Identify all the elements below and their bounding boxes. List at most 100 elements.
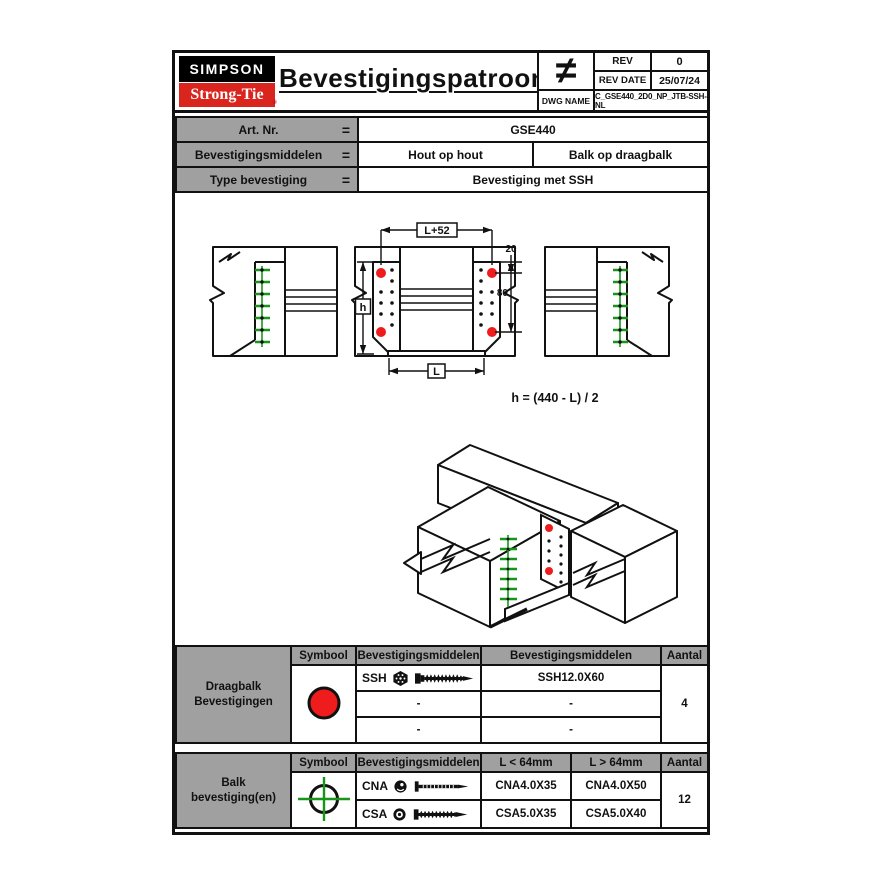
dimension-labels: L+52 h 20 80 L h = (440 - L) / 2 xyxy=(354,222,599,405)
type-bevestiging-label-cell: Type bevestiging= xyxy=(175,166,359,193)
table-header-row: Draagbalk Bevestigingen Symbool Bevestig… xyxy=(175,645,709,744)
art-nr-label-cell: Art. Nr.= xyxy=(175,116,359,143)
green-fasteners-right-view xyxy=(613,266,628,347)
article-info-table: Art. Nr.= GSE440 Bevestigingsmiddelen= H… xyxy=(175,116,709,193)
table-row: CNA CNA4.0X35 CNA4.0X50 12 xyxy=(176,771,709,829)
hanger-bottom-flange xyxy=(387,350,486,357)
projection-symbol: ≠ xyxy=(537,52,593,91)
draagbalk-section-label: Draagbalk Bevestigingen xyxy=(175,645,292,744)
title-block: SIMPSON Strong-Tie® Bevestigingspatroon … xyxy=(175,52,707,113)
drawing-sheet-frame: SIMPSON Strong-Tie® Bevestigingspatroon … xyxy=(172,50,710,835)
registered-mark: ® xyxy=(272,100,277,106)
balk-aantal-value: 12 xyxy=(660,771,709,829)
hanger-nail-plate xyxy=(540,513,570,595)
fastener-name: CSA xyxy=(362,807,388,821)
dim-length-label: L xyxy=(433,366,440,378)
bevestigingsmiddelen-value-right: Balk op draagbalk xyxy=(532,141,709,168)
fastener-value-large: CNA4.0X50 xyxy=(570,771,662,801)
fastener-value-small: CSA5.0X35 xyxy=(480,799,572,829)
rev-date-value: 25/07/24 xyxy=(650,72,707,91)
col-aantal: Aantal xyxy=(660,645,709,666)
crosshair-circle-symbol xyxy=(297,776,350,821)
rev-label: REV xyxy=(593,53,650,72)
table-row: CSA CSA5.0X35 CSA5.0X40 xyxy=(176,799,708,829)
break-symbol xyxy=(641,251,664,263)
ssh-fastener-markers xyxy=(376,268,497,337)
break-symbol xyxy=(218,251,241,263)
green-fasteners-left-view xyxy=(255,266,270,347)
col-bevestigingsmiddelen: Bevestigingsmiddelen xyxy=(355,645,482,666)
fastener-cell-empty: - xyxy=(355,690,482,718)
equals-sign: = xyxy=(341,171,350,188)
green-screws-iso xyxy=(500,535,517,607)
col-l-small: L < 64mm xyxy=(480,752,572,773)
rev-date-label: REV DATE xyxy=(593,72,650,91)
dwg-name-label: DWG NAME xyxy=(537,91,593,110)
col-bevestigingsmiddelen-2: Bevestigingsmiddelen xyxy=(480,645,662,666)
art-nr-value: GSE440 xyxy=(357,116,709,143)
balk-section-label: Balk bevestiging(en) xyxy=(175,752,292,829)
table-row: Type bevestiging= Bevestiging met SSH xyxy=(175,166,709,193)
logo-strongtie: Strong-Tie® xyxy=(179,83,277,107)
height-formula: h = (440 - L) / 2 xyxy=(511,391,598,405)
fastener-value-small: CNA4.0X35 xyxy=(480,771,572,801)
csa-screw-icon xyxy=(414,808,468,820)
ssh-screw-icon xyxy=(414,672,473,684)
dwg-name-value: C_GSE440_2D0_NP_JTB-SSH-NL xyxy=(593,91,707,110)
table-row: Bevestigingsmiddelen= Hout op hout Balk … xyxy=(175,141,709,168)
red-circle-symbol xyxy=(307,686,340,719)
bevestigingsmiddelen-value-left: Hout op hout xyxy=(357,141,534,168)
hanger-plate-holes xyxy=(547,535,563,584)
equals-sign: = xyxy=(341,121,350,138)
revision-table: ≠ REV 0 REV DATE 25/07/24 DWG NAME C_GSE… xyxy=(537,52,707,110)
fastener-value: - xyxy=(480,716,662,744)
table-row: - - xyxy=(176,716,708,744)
cna-nail-icon xyxy=(414,780,469,792)
col-aantal: Aantal xyxy=(660,752,709,773)
rev-value: 0 xyxy=(650,53,707,72)
break-wedge-left xyxy=(403,551,422,575)
simpson-strongtie-logo: SIMPSON Strong-Tie® xyxy=(179,56,277,108)
nail-holes-left-plate xyxy=(379,268,394,327)
2d-views-drawing: L+52 h 20 80 L h = (440 - L) / 2 xyxy=(209,222,673,405)
page-title: Bevestigingspatroon xyxy=(279,63,548,93)
dim-top-width-label: L+52 xyxy=(424,225,449,237)
col-l-large: L > 64mm xyxy=(570,752,662,773)
table-row: - - xyxy=(176,690,708,718)
table-row: SSH SSH12.0X60 4 xyxy=(176,664,709,744)
fastener-value: SSH12.0X60 xyxy=(480,664,662,692)
balk-fasteners-table: Balk bevestiging(en) Symbool Bevestiging… xyxy=(175,752,709,829)
draagbalk-aantal-value: 4 xyxy=(660,664,709,744)
col-symbool: Symbool xyxy=(290,752,357,773)
isometric-view xyxy=(403,444,678,629)
ssh-fastener-markers-iso xyxy=(545,524,553,575)
dim-edge-offset-label: 20 xyxy=(505,244,517,255)
balk-symbol-cell xyxy=(290,771,357,829)
fastener-cell-ssh: SSH xyxy=(355,664,482,692)
type-bevestiging-value: Bevestiging met SSH xyxy=(357,166,709,193)
fastener-cell-cna: CNA xyxy=(355,771,482,801)
equals-sign: = xyxy=(341,146,350,163)
support-right-side-face xyxy=(624,530,678,624)
draagbalk-symbol-cell xyxy=(290,664,357,744)
fastener-value: - xyxy=(480,690,662,718)
col-bevestigingsmiddelen: Bevestigingsmiddelen xyxy=(355,752,482,773)
table-header-row: Balk bevestiging(en) Symbool Bevestiging… xyxy=(175,752,709,829)
fastener-value-large: CSA5.0X40 xyxy=(570,799,662,829)
right-side-view xyxy=(544,246,673,357)
dim-height-label: h xyxy=(360,302,367,314)
break-lines xyxy=(420,538,626,590)
table-row: Art. Nr.= GSE440 xyxy=(175,116,709,143)
dimension-arrows xyxy=(359,226,515,375)
fastener-name: CNA xyxy=(362,779,388,793)
col-symbool: Symbool xyxy=(290,645,357,666)
nail-holes-right-plate xyxy=(479,268,494,327)
dim-spacing-label: 80 xyxy=(497,288,509,299)
hanger-edge-line xyxy=(489,607,528,629)
fastener-cell-empty: - xyxy=(355,716,482,744)
bevestigingsmiddelen-label-cell: Bevestigingsmiddelen= xyxy=(175,141,359,168)
csa-screw-head-icon xyxy=(393,807,406,821)
fastener-cell-csa: CSA xyxy=(355,799,482,829)
cna-nail-head-icon xyxy=(394,779,407,793)
